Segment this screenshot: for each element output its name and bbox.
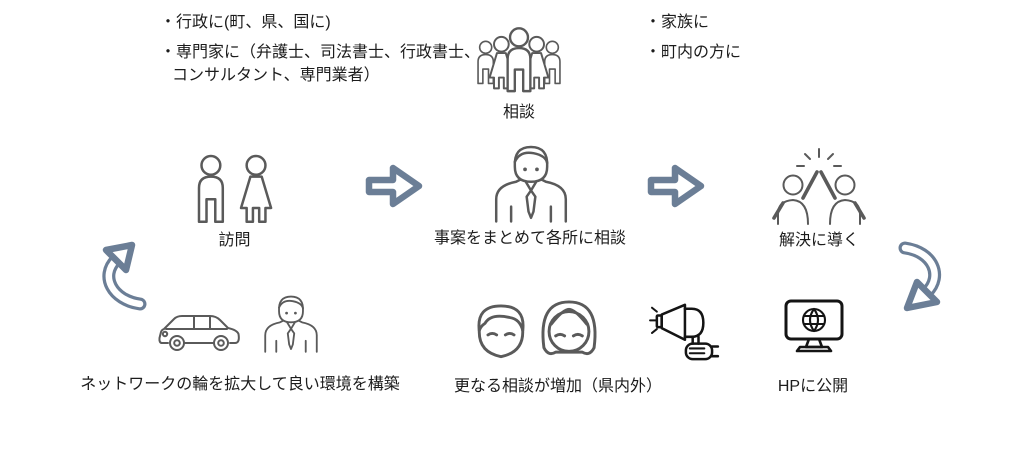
publish-label: HPに公開 bbox=[777, 378, 849, 395]
step-consolidate: 事案をまとめて各所に相談 bbox=[434, 142, 626, 248]
block-arrow-right-icon bbox=[647, 164, 705, 208]
man-woman-icon bbox=[197, 154, 273, 223]
network-label: ネットワークの輪を拡大して良い環境を構築 bbox=[80, 376, 400, 393]
high-five-icon bbox=[772, 148, 866, 225]
car-icon bbox=[158, 315, 240, 351]
man-face-icon bbox=[477, 304, 525, 359]
curved-arrow-down-left-icon bbox=[898, 241, 942, 312]
consult-targets-right: ・家族に ・町内の方に bbox=[645, 12, 845, 73]
businessman-icon bbox=[494, 145, 568, 223]
visit-label: 訪問 bbox=[218, 232, 251, 249]
block-arrow-right-icon bbox=[365, 164, 423, 208]
megaphone-icon bbox=[649, 303, 720, 361]
consult-group: 相談 bbox=[470, 16, 568, 122]
consolidate-label: 事案をまとめて各所に相談 bbox=[433, 230, 626, 247]
increase-label: 更なる相談が増加（県内外） bbox=[453, 378, 662, 395]
step-visit: 訪問 bbox=[182, 148, 287, 250]
bullet-item: ・家族に bbox=[645, 14, 710, 31]
consult-targets-left: ・行政に(町、県、国に) ・専門家に（弁護士、司法書士、行政書士、コンサルタント… bbox=[160, 12, 482, 95]
bullet-item: ・町内の方に bbox=[645, 44, 742, 62]
woman-face-icon bbox=[541, 300, 597, 356]
crowd-icon bbox=[477, 27, 561, 93]
bullet-item: ・専門家に（弁護士、司法書士、行政書士、コンサルタント、専門業者） bbox=[160, 44, 481, 84]
bullet-item: ・行政に(町、県、国に) bbox=[160, 14, 331, 31]
resolve-label: 解決に導く bbox=[778, 232, 859, 249]
consult-label: 相談 bbox=[502, 104, 535, 121]
monitor-globe-icon bbox=[784, 299, 844, 353]
step-resolve: 解決に導く bbox=[763, 146, 875, 250]
curved-arrow-up-right-icon bbox=[102, 241, 147, 311]
consultant-icon bbox=[264, 295, 318, 353]
